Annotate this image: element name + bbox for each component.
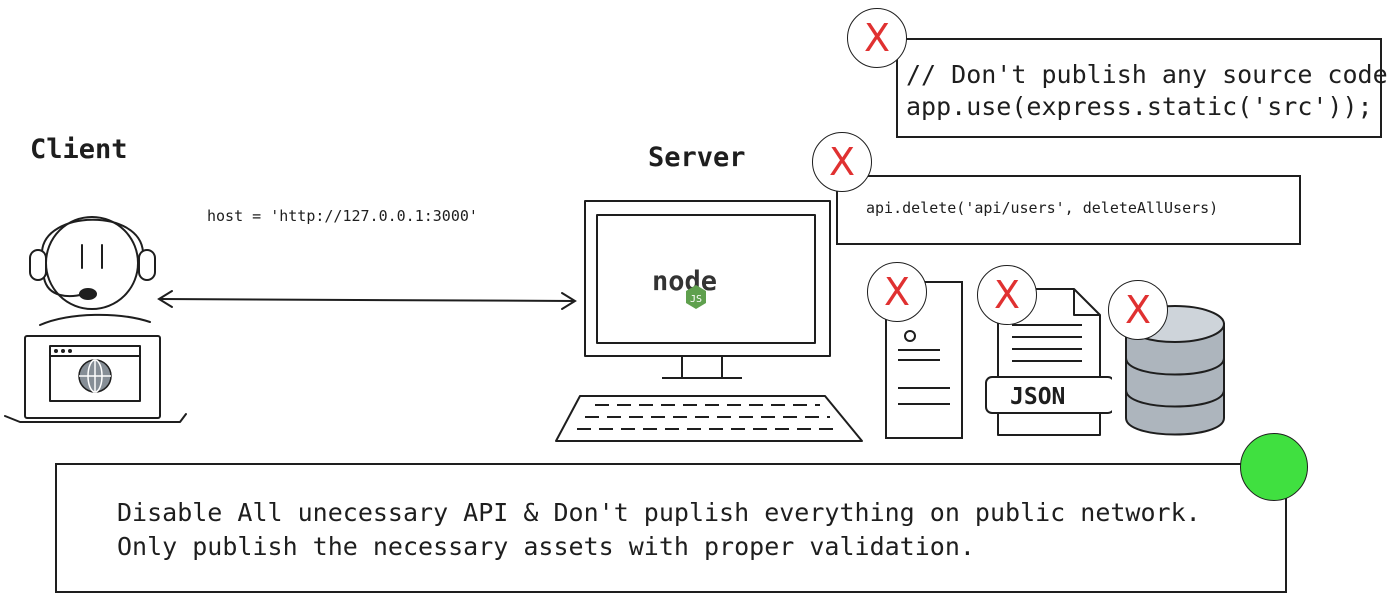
server-computer bbox=[555, 200, 863, 442]
api-code-line: api.delete('api/users', deleteAllUsers) bbox=[866, 199, 1219, 217]
static-code-comment: // Don't publish any source code bbox=[906, 60, 1388, 89]
x-mark-api-code: X bbox=[812, 132, 872, 192]
api-code-box bbox=[836, 175, 1301, 245]
x-mark-static-code: X bbox=[847, 8, 907, 68]
json-document-icon: JSON bbox=[985, 288, 1112, 436]
server-tower-icon bbox=[885, 281, 963, 439]
success-indicator-dot bbox=[1240, 433, 1308, 501]
host-text: host = 'http://127.0.0.1:3000' bbox=[207, 207, 478, 225]
client-title: Client bbox=[30, 134, 128, 165]
client-illustration bbox=[4, 216, 187, 423]
globe-icon bbox=[78, 359, 112, 393]
static-code-box bbox=[896, 38, 1382, 138]
recommendation-box bbox=[55, 463, 1287, 593]
connection-arrow bbox=[157, 290, 577, 310]
static-code-line: app.use(express.static('src')); bbox=[906, 92, 1373, 121]
recommendation-line-1: Disable All unecessary API & Don't pupli… bbox=[117, 498, 1201, 527]
nodejs-logo: node JS bbox=[652, 266, 717, 309]
server-title: Server bbox=[648, 142, 746, 173]
nodejs-badge: JS bbox=[690, 294, 702, 305]
x-mark-server-tower: X bbox=[867, 262, 927, 322]
x-mark-database: X bbox=[1108, 280, 1168, 340]
recommendation-line-2: Only publish the necessary assets with p… bbox=[117, 532, 975, 561]
x-mark-json-file: X bbox=[977, 265, 1037, 325]
nodejs-wordmark: node bbox=[652, 266, 717, 297]
json-label: JSON bbox=[1010, 384, 1065, 410]
